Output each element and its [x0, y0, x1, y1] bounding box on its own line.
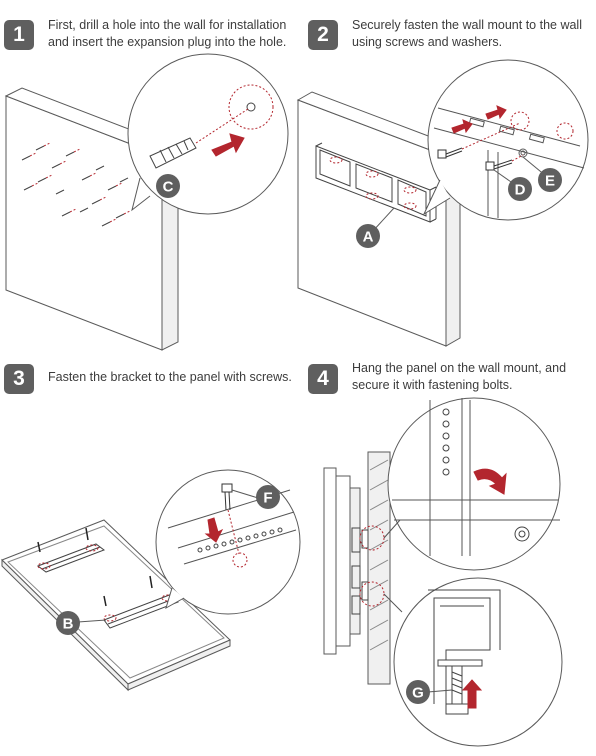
step-3-illustration [2, 470, 300, 690]
callout-a: A [356, 224, 380, 248]
step-2-illustration [298, 60, 588, 346]
step-4-illustration [324, 398, 562, 746]
step-1-illustration [6, 54, 288, 350]
callout-g: G [406, 680, 430, 704]
svg-text:G: G [412, 685, 424, 702]
svg-text:E: E [545, 173, 555, 190]
svg-text:D: D [515, 182, 526, 199]
callout-f: F [256, 485, 280, 509]
callout-e: E [538, 168, 562, 192]
svg-text:F: F [263, 490, 272, 507]
callout-d: D [508, 177, 532, 201]
svg-text:C: C [163, 179, 174, 196]
svg-text:A: A [363, 229, 374, 246]
callout-b: B [56, 611, 80, 635]
callout-c: C [156, 174, 180, 198]
svg-text:B: B [63, 616, 74, 633]
